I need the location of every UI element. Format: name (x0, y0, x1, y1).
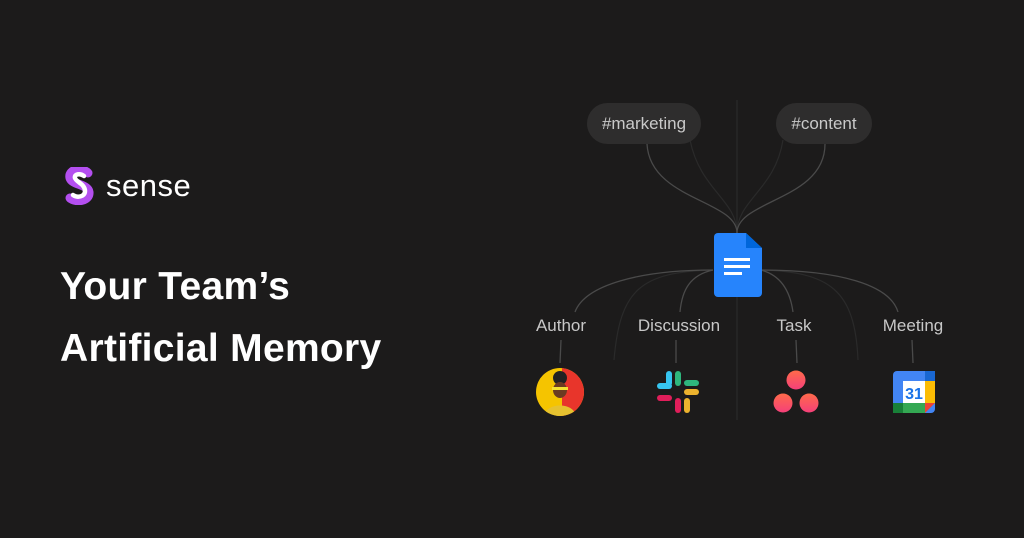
brand-name: sense (106, 168, 192, 203)
headline-line-1: Your Team’s (60, 265, 291, 308)
sense-logo-icon (65, 167, 94, 205)
brand-logo: sense (62, 167, 191, 205)
google-calendar-icon: 31 (893, 371, 935, 413)
asana-icon (773, 370, 819, 413)
category-label-author: Author (535, 316, 587, 335)
google-docs-icon (714, 233, 762, 297)
author-avatar (536, 368, 584, 416)
headline-line-2: Artificial Memory (60, 327, 382, 370)
calendar-date: 31 (905, 386, 923, 403)
slack-icon (657, 371, 699, 413)
category-label-task: Task (776, 316, 812, 335)
category-label-discussion: Discussion (637, 316, 721, 335)
tag-content: #content (776, 103, 872, 144)
headline: Your Team’s Artificial Memory (60, 256, 382, 380)
category-label-meeting: Meeting (882, 316, 944, 335)
tag-marketing: #marketing (587, 103, 701, 144)
